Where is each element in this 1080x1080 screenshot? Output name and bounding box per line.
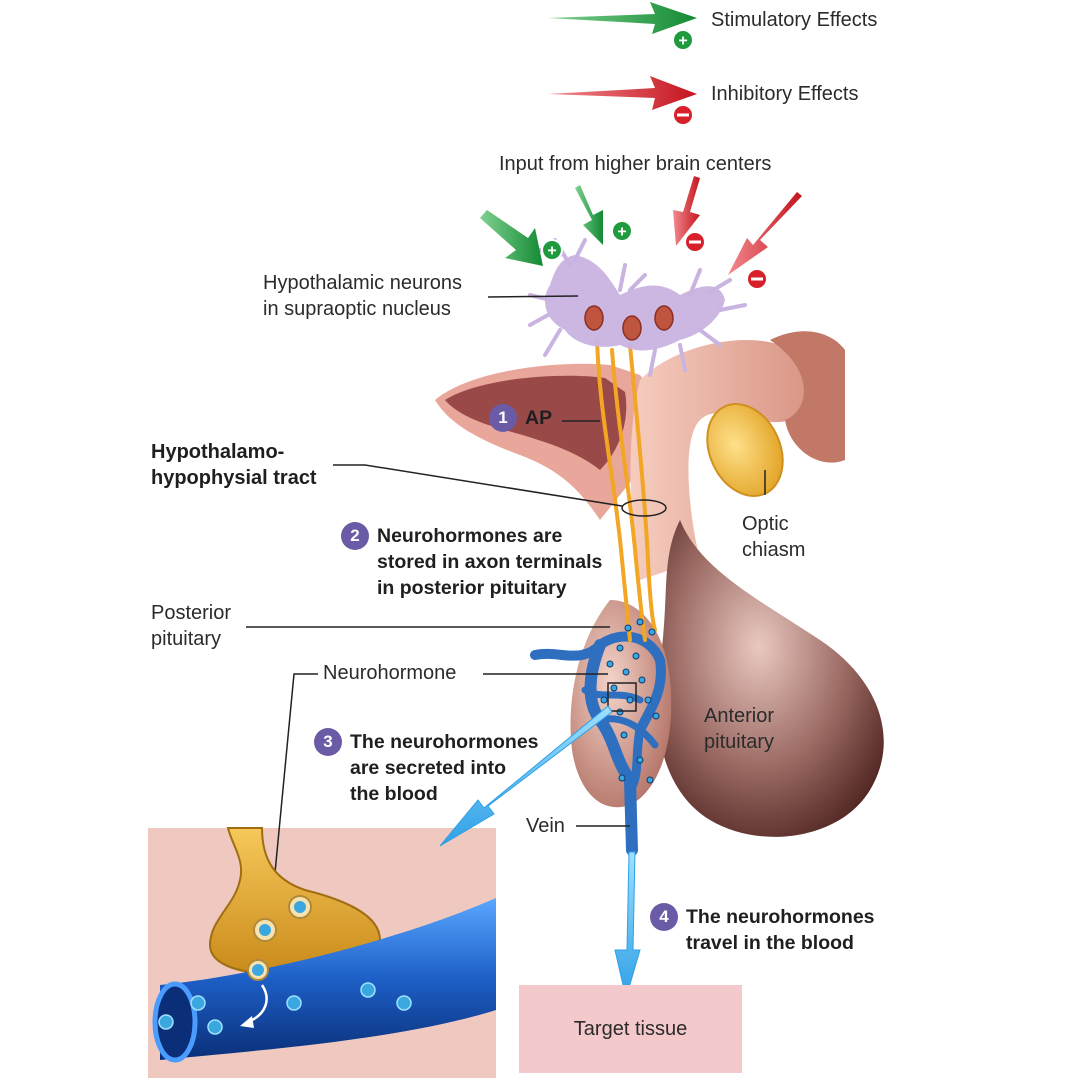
legend-stimulatory-label: Stimulatory Effects [711, 9, 878, 31]
neurohormone-label: Neurohormone [323, 662, 457, 684]
legend-inhibitory-arrow [548, 76, 697, 126]
hypothalamic-neurons-label: Hypothalamic neurons in supraoptic nucle… [263, 272, 462, 320]
neurohormone-dots [600, 618, 660, 784]
legend-inhibitory-label: Inhibitory Effects [711, 83, 859, 105]
step-3: 3 The neurohormones are secreted into th… [314, 728, 539, 807]
vein-label: Vein [526, 815, 565, 837]
infundibulum [630, 340, 811, 580]
target-tissue-label: Target tissue [573, 1017, 688, 1040]
step-3-text: The neurohormones are secreted into the … [350, 731, 539, 805]
input-stimulatory-arrow-2: + [575, 185, 633, 245]
tract-marker [621, 499, 667, 517]
svg-text:+: + [547, 243, 556, 260]
input-higher-label: Input from higher brain centers [499, 153, 772, 175]
step-4-badge: 4 [650, 903, 678, 931]
axon-tract [595, 338, 657, 642]
optic-chiasm-label: Optic chiasm [742, 513, 806, 561]
svg-text:+: + [617, 224, 626, 241]
target-tissue-box: Target tissue [519, 985, 742, 1073]
hypothalamus-right-tissue [770, 331, 845, 463]
input-stimulatory-arrow-1: + [480, 210, 563, 266]
step-2-badge: 2 [341, 522, 369, 550]
input-inhibitory-arrow-1 [673, 176, 706, 253]
svg-text:+: + [678, 33, 687, 50]
step-1: 1 AP [489, 404, 553, 432]
step-3-badge: 3 [314, 728, 342, 756]
hypothalamo-tract-label: Hypothalamo- hypophysial tract [151, 441, 317, 489]
step-4: 4 The neurohormones travel in the blood [650, 903, 875, 956]
step-2: 2 Neurohormones are stored in axon termi… [341, 522, 603, 601]
posterior-pituitary-label: Posterior pituitary [151, 602, 232, 650]
step-1-text: AP [525, 407, 553, 429]
legend-stimulatory-arrow: + [548, 2, 697, 51]
leader-lines [246, 295, 766, 926]
inset-source-square [607, 682, 637, 712]
hypothalamic-neurons [528, 238, 747, 377]
secretion-arrow [439, 705, 613, 847]
step-1-badge: 1 [489, 404, 517, 432]
input-inhibitory-arrow-2 [728, 192, 802, 290]
hypothalamus-dark-tissue [445, 375, 627, 470]
step-2-text: Neurohormones are stored in axon termina… [377, 525, 603, 599]
inset-illustration [152, 827, 496, 1063]
anterior-pituitary-label: Anterior pituitary [704, 705, 775, 753]
travel-arrow [614, 851, 641, 1000]
step-4-text: The neurohormones travel in the blood [686, 906, 875, 954]
anterior-pituitary-shape [656, 520, 884, 837]
